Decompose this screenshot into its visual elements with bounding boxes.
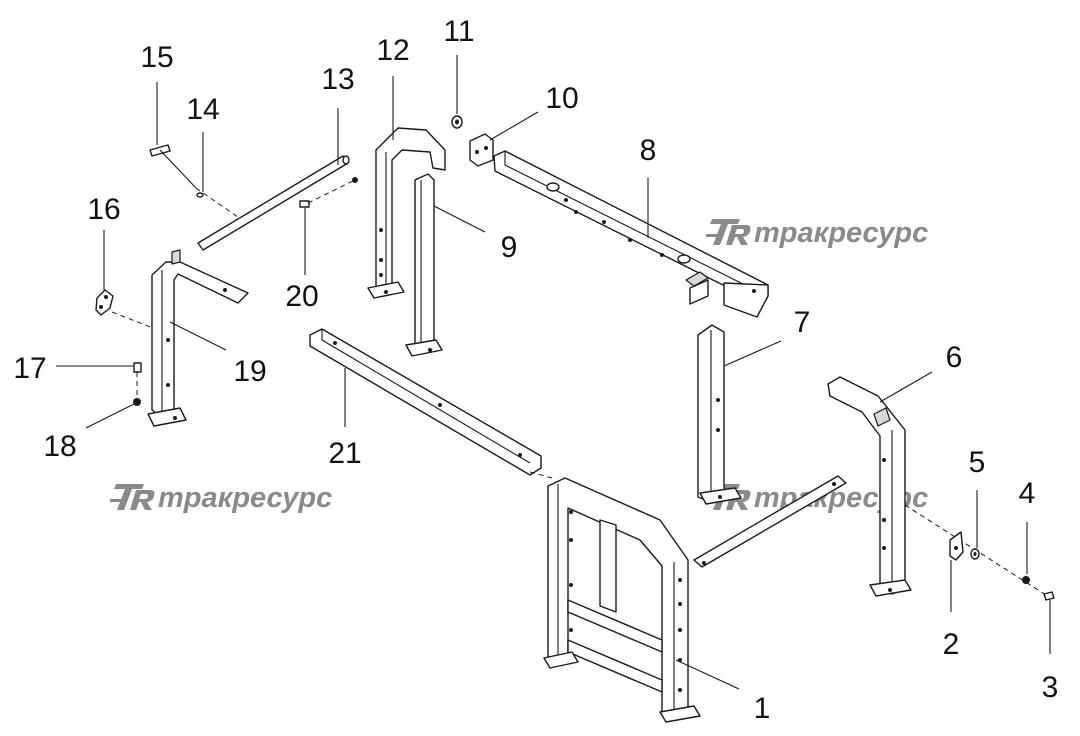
- watermark-text: тракресурс: [754, 217, 928, 249]
- callout-label-6: 6: [946, 341, 963, 374]
- callout-label-3: 3: [1042, 671, 1059, 704]
- callout-label-11: 11: [443, 15, 474, 48]
- part-13-rod: [197, 155, 350, 251]
- part-16-plate: [95, 289, 159, 331]
- callout-label-1: 1: [754, 692, 771, 725]
- part-18-nut: [133, 398, 141, 406]
- part-11-washer: [451, 115, 463, 129]
- callout-label-13: 13: [321, 63, 354, 96]
- callout-label-5: 5: [969, 446, 986, 479]
- callout-label-10: 10: [545, 82, 578, 115]
- part-21-beam: [309, 328, 553, 479]
- callout-label-14: 14: [186, 93, 219, 126]
- part-20-bolt: [299, 177, 358, 208]
- part-4-nut: [1022, 576, 1030, 584]
- callout-label-20: 20: [285, 280, 318, 313]
- watermark-logo-icon: [706, 219, 751, 245]
- part-14-pin: [196, 192, 204, 198]
- part-19-upright: [147, 249, 249, 427]
- diagonal-strap: [693, 475, 847, 568]
- part-17-bolt: [133, 362, 142, 395]
- callout-label-4: 4: [1019, 477, 1036, 510]
- watermark-logo-icon: [110, 484, 155, 510]
- callout-label-21: 21: [328, 437, 361, 470]
- callout-label-2: 2: [943, 628, 960, 661]
- callout-label-19: 19: [233, 355, 266, 388]
- callout-label-12: 12: [376, 34, 409, 67]
- part-8-channel-beam: [493, 150, 769, 318]
- part-3-bolt: [1043, 591, 1055, 601]
- callout-label-8: 8: [640, 134, 657, 167]
- callout-label-17: 17: [13, 352, 46, 385]
- watermark-mid-left: тракресурс: [110, 482, 332, 514]
- callout-label-16: 16: [87, 193, 120, 226]
- part-2-plate: [949, 531, 964, 561]
- part-15-bolt: [149, 144, 246, 223]
- part-5-washer: [970, 548, 980, 560]
- callout-label-15: 15: [140, 41, 173, 74]
- part-10-bracket: [469, 133, 494, 167]
- part-6-bent-post: [827, 376, 1047, 597]
- callout-label-9: 9: [501, 231, 518, 264]
- part-1-main-frame: [543, 477, 701, 723]
- part-12-post: [367, 127, 446, 299]
- callout-label-18: 18: [43, 430, 76, 463]
- watermark-text: тракресурс: [158, 482, 332, 514]
- callout-labels: 1 2 3 4 5 6 7 8 9 10 11 12 13 14 15 16 1…: [13, 15, 1058, 725]
- watermark-top-right: тракресурс: [706, 217, 928, 249]
- part-9-post: [405, 173, 443, 357]
- leader-lines: [56, 55, 1051, 690]
- callout-label-7: 7: [794, 306, 811, 339]
- part-7-post: [697, 324, 742, 505]
